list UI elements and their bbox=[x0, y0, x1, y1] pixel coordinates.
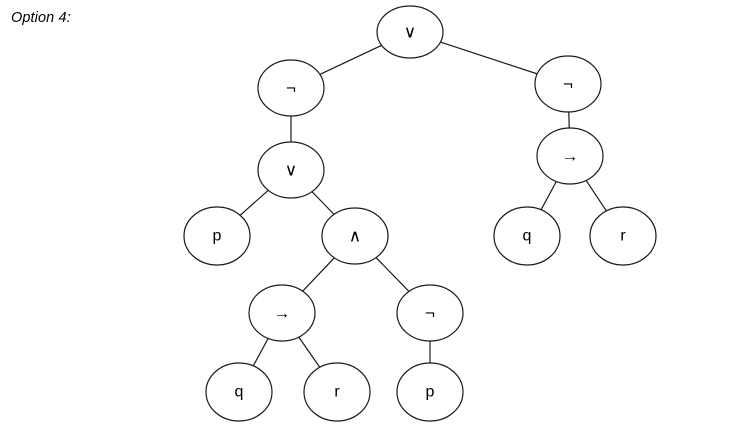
tree-node: r bbox=[303, 362, 371, 422]
node-circle bbox=[205, 362, 273, 422]
node-circle bbox=[396, 362, 464, 422]
node-circle bbox=[303, 362, 371, 422]
tree-node: ∧ bbox=[321, 207, 389, 265]
node-circle bbox=[589, 206, 657, 266]
node-circle bbox=[183, 206, 251, 266]
tree-node: ∨ bbox=[257, 141, 325, 199]
node-label: q bbox=[235, 384, 244, 401]
tree-node: q bbox=[205, 362, 273, 422]
node-label: ∧ bbox=[349, 227, 361, 246]
node-label: ¬ bbox=[286, 79, 296, 98]
tree-edge bbox=[239, 189, 269, 216]
option-label: Option 4: bbox=[11, 10, 71, 26]
node-label: ∨ bbox=[285, 161, 297, 180]
tree-edge bbox=[252, 338, 269, 367]
tree-edge bbox=[585, 180, 607, 212]
node-label: r bbox=[334, 384, 340, 401]
tree-node: p bbox=[396, 362, 464, 422]
tree-edge bbox=[440, 41, 538, 75]
tree-edge bbox=[302, 257, 335, 292]
tree-node: → bbox=[248, 284, 316, 342]
node-label: r bbox=[620, 228, 626, 245]
node-label: q bbox=[523, 228, 532, 245]
node-circle bbox=[536, 127, 604, 185]
tree-node: ¬ bbox=[534, 55, 602, 113]
node-label: p bbox=[213, 228, 222, 245]
node-label: ¬ bbox=[563, 75, 573, 94]
node-circle bbox=[376, 5, 444, 59]
node-circle bbox=[493, 206, 561, 266]
node-label: ∨ bbox=[404, 23, 416, 42]
tree-edge bbox=[540, 181, 557, 211]
node-circle bbox=[396, 284, 464, 342]
tree-node: ¬ bbox=[257, 59, 325, 117]
node-layer: ∨ ¬ ¬ ∨ → p ∧ q r → ¬ q r p bbox=[183, 5, 657, 422]
tree-edge bbox=[298, 336, 321, 368]
tree-edge bbox=[375, 257, 410, 292]
node-label: p bbox=[426, 384, 435, 401]
tree-node: ¬ bbox=[396, 284, 464, 342]
node-circle bbox=[321, 207, 389, 265]
tree-edge bbox=[311, 191, 335, 215]
node-circle bbox=[257, 141, 325, 199]
node-circle bbox=[534, 55, 602, 113]
node-label: → bbox=[562, 147, 579, 166]
edge-layer bbox=[239, 41, 607, 368]
tree-node: p bbox=[183, 206, 251, 266]
tree-edge bbox=[319, 44, 382, 75]
tree-node: ∨ bbox=[376, 5, 444, 59]
tree-node: r bbox=[589, 206, 657, 266]
node-circle bbox=[257, 59, 325, 117]
tree-node: → bbox=[536, 127, 604, 185]
tree-node: q bbox=[493, 206, 561, 266]
node-circle bbox=[248, 284, 316, 342]
node-label: → bbox=[274, 304, 291, 323]
node-label: ¬ bbox=[425, 304, 435, 323]
